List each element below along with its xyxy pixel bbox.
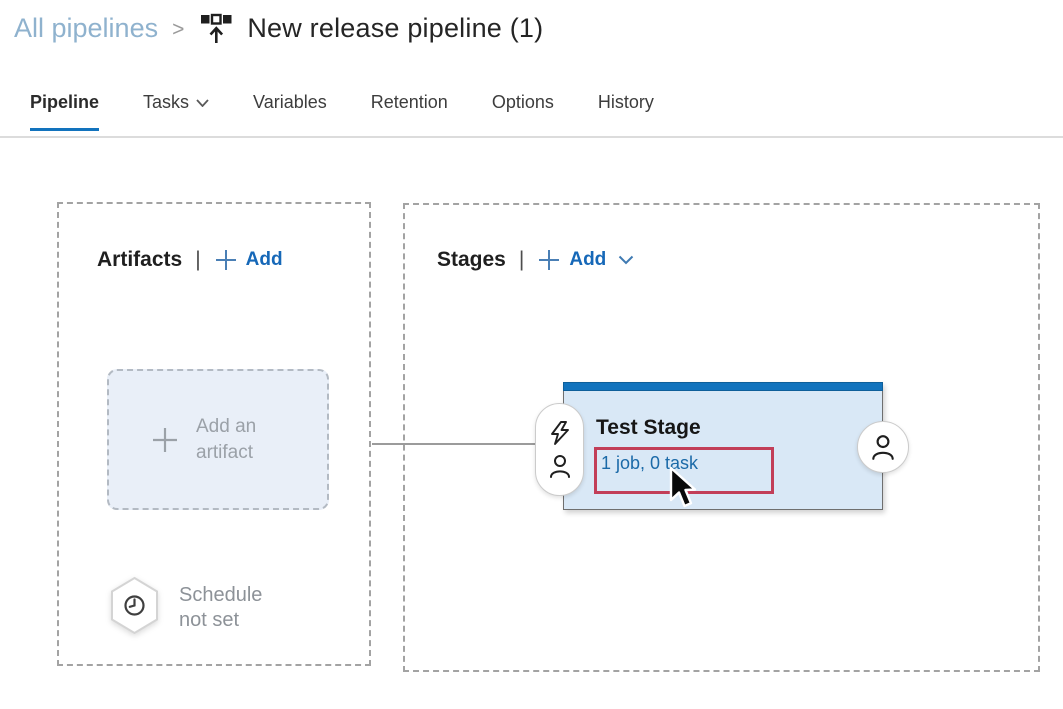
breadcrumb-separator: > <box>172 18 185 41</box>
stage-card-test-stage[interactable]: Test Stage 1 job, 0 task <box>563 382 883 510</box>
chevron-down-icon <box>196 98 209 107</box>
schedule-label: Schedule not set <box>179 584 263 631</box>
add-stage-button-label: Add <box>569 249 607 270</box>
add-an-artifact-label: Add an artifact <box>196 415 257 463</box>
stages-header-row: Stages | Add <box>437 248 634 272</box>
add-stage-button[interactable]: Add <box>537 248 634 272</box>
tab-options[interactable]: Options <box>492 92 554 128</box>
tab-options-label: Options <box>491 92 554 112</box>
plus-icon <box>153 427 177 452</box>
cursor-icon <box>668 466 702 517</box>
person-icon <box>549 455 570 478</box>
add-artifact-button[interactable]: Add <box>214 248 283 272</box>
tab-tasks-label: Tasks <box>143 92 190 112</box>
add-artifact-button-label: Add <box>245 249 283 270</box>
pre-deployment-conditions-pill <box>535 403 584 496</box>
chevron-down-icon <box>619 255 634 265</box>
artifact-stage-connector-line <box>372 443 547 445</box>
stage-jobs-tasks-link[interactable]: 1 job, 0 task <box>601 453 699 473</box>
artifacts-header-row: Artifacts | Add <box>97 248 283 272</box>
breadcrumb: All pipelines > New release pipeline (1) <box>14 13 543 44</box>
schedule-hexagon <box>107 576 162 640</box>
breadcrumb-all-pipelines-link[interactable]: All pipelines <box>14 13 159 43</box>
pre-deployment-trigger-button[interactable] <box>547 420 573 447</box>
stage-name: Test Stage <box>596 416 701 439</box>
page-title: New release pipeline (1) <box>247 13 544 43</box>
tab-history[interactable]: History <box>598 92 654 128</box>
pre-deployment-approvals-button[interactable] <box>547 453 573 479</box>
stages-panel-title: Stages <box>437 248 506 271</box>
add-an-artifact-dropzone[interactable]: Add an artifact <box>107 369 329 510</box>
lightning-icon <box>550 421 569 445</box>
artifacts-divider: | <box>195 248 201 271</box>
artifacts-panel: Artifacts | Add Add an artifact <box>57 202 371 666</box>
tab-variables-label: Variables <box>253 92 327 112</box>
tab-pipeline-label: Pipeline <box>30 92 100 112</box>
plus-icon <box>539 250 560 270</box>
artifacts-panel-title: Artifacts <box>97 248 183 271</box>
stages-divider: | <box>518 248 525 271</box>
tab-history-label: History <box>597 92 654 112</box>
tab-pipeline[interactable]: Pipeline <box>30 92 100 131</box>
tab-bar: Pipeline Tasks Variables Retention Optio… <box>30 92 654 131</box>
tab-tasks[interactable]: Tasks <box>143 92 209 128</box>
plus-icon <box>215 250 236 270</box>
tab-retention-label: Retention <box>370 92 448 112</box>
tab-retention[interactable]: Retention <box>371 92 448 128</box>
post-deployment-approvals-button[interactable] <box>857 421 909 473</box>
person-icon <box>872 435 894 460</box>
tab-variables[interactable]: Variables <box>253 92 327 128</box>
release-pipeline-icon <box>200 13 233 44</box>
stage-card-status-bar <box>563 382 883 391</box>
clock-icon <box>124 595 145 616</box>
schedule-badge[interactable]: Schedule not set <box>107 576 289 640</box>
tab-separator-line <box>0 136 1063 138</box>
